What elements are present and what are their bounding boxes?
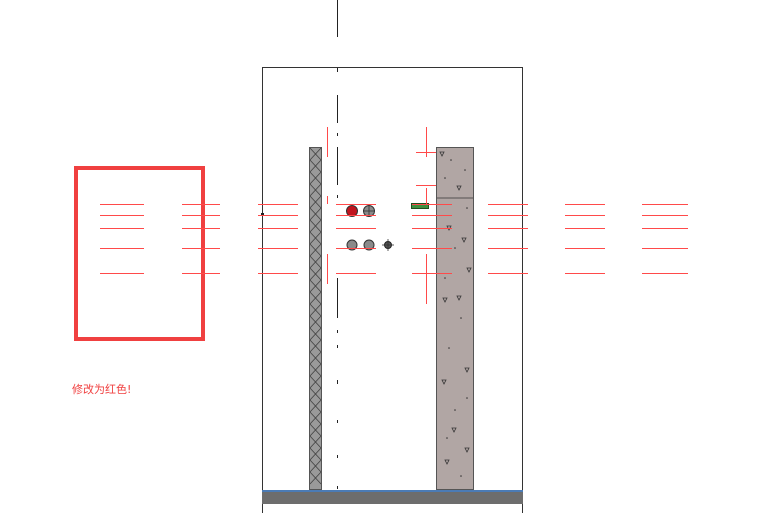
frame-bottom-left	[262, 504, 263, 513]
floor-slab	[262, 490, 523, 504]
frame-bottom-right	[522, 504, 523, 513]
red-pipe	[346, 205, 358, 217]
cable-tray	[411, 203, 429, 209]
steel-column	[309, 147, 322, 490]
concrete-wall	[436, 147, 474, 490]
annotation-text: 修改为红色!	[72, 383, 132, 396]
section-frame	[262, 67, 523, 513]
pipe-group	[346, 205, 394, 251]
centerline-top	[337, 0, 338, 37]
highlight-box	[74, 166, 205, 341]
grey-pipe-lower-right	[363, 239, 375, 251]
frame-marker	[261, 213, 264, 216]
grey-pipe-lower-left	[346, 239, 358, 251]
